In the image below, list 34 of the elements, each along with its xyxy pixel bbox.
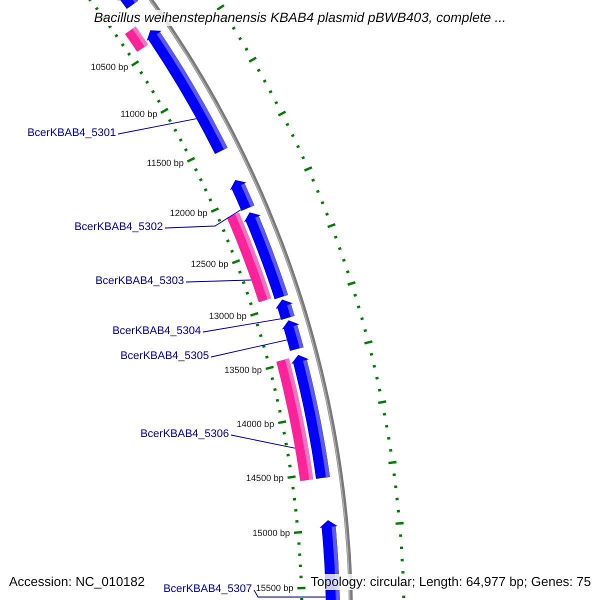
gene-label: BcerKBAB4_5301 — [27, 126, 116, 140]
gene-feature — [230, 180, 254, 211]
position-label: 13000 bp — [209, 312, 247, 322]
position-label: 15000 bp — [252, 529, 290, 539]
gene-feature — [276, 300, 294, 320]
gene-feature — [226, 212, 272, 302]
accession-text: Accession: NC_010182 — [9, 574, 145, 590]
leader-line — [202, 318, 282, 332]
position-label: 12500 bp — [190, 260, 228, 270]
position-label: 12000 bp — [170, 209, 208, 219]
gene-label: BcerKBAB4_5306 — [140, 428, 229, 440]
gene-feature — [118, 0, 138, 9]
gene-feature — [146, 30, 228, 154]
gene-label: BcerKBAB4_5302 — [74, 220, 163, 234]
position-label: 14000 bp — [236, 420, 274, 430]
position-label: 15500 bp — [256, 584, 294, 594]
leader-line — [118, 118, 197, 134]
gene-label: BcerKBAB4_5305 — [120, 350, 209, 362]
leader-line — [186, 280, 252, 282]
gene-feature — [282, 320, 304, 351]
gene-feature — [291, 354, 330, 479]
summary-text: Topology: circular; Length: 64,977 bp; Genes: 75 — [310, 574, 591, 590]
gene-feature — [125, 26, 148, 52]
position-label: 11000 bp — [120, 110, 158, 120]
position-label: 10500 bp — [90, 63, 128, 74]
position-label: 13500 bp — [224, 366, 262, 376]
gene-label: BcerKBAB4_5303 — [95, 274, 184, 288]
position-label: 14500 bp — [246, 474, 284, 484]
gene-label: BcerKBAB4_5304 — [112, 324, 201, 338]
leader-line — [210, 339, 288, 358]
leader-line — [254, 590, 326, 598]
gene-label: BcerKBAB4_5307 — [163, 582, 252, 596]
leader-line — [164, 209, 242, 228]
leader-line — [230, 434, 296, 449]
